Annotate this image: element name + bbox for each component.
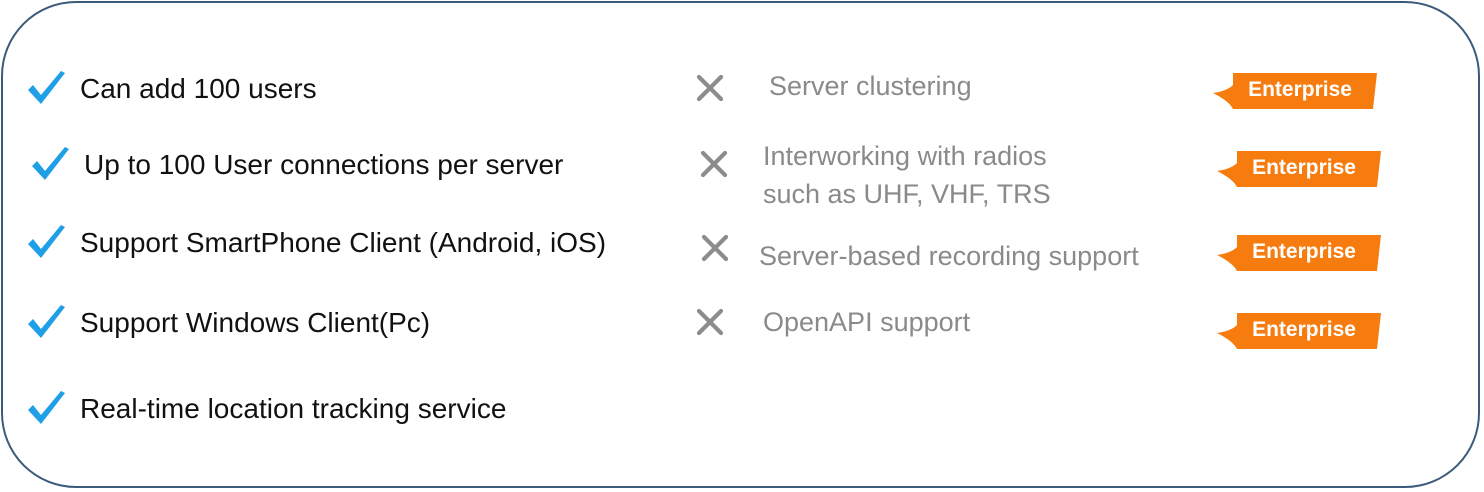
excluded-feature-line: Server-based recording support: [759, 241, 1139, 271]
check-icon: [28, 305, 65, 338]
check-icon: [28, 391, 65, 424]
excluded-feature-label: Server-based recording support: [759, 237, 1139, 275]
excluded-feature-line: Interworking with radios: [763, 141, 1047, 171]
excluded-feature-label: OpenAPI support: [763, 303, 970, 341]
excluded-feature-line: OpenAPI support: [763, 307, 971, 337]
check-icon: [28, 71, 65, 104]
excluded-feature-line: Server clustering: [769, 71, 972, 101]
excluded-feature-label: Interworking with radios such as UHF, VH…: [763, 137, 1051, 213]
enterprise-badge-label: Enterprise: [1248, 78, 1352, 101]
enterprise-badge-label: Enterprise: [1252, 240, 1356, 263]
included-feature-label: Real-time location tracking service: [80, 393, 507, 424]
check-icon: [28, 225, 65, 258]
enterprise-badge-label: Enterprise: [1252, 156, 1356, 179]
included-feature-label: Can add 100 users: [80, 73, 317, 104]
enterprise-badge-label: Enterprise: [1252, 318, 1356, 341]
enterprise-badge: Enterprise: [1211, 311, 1383, 353]
included-feature-label: Support SmartPhone Client (Android, iOS): [80, 227, 607, 258]
cross-icon: [700, 150, 728, 178]
check-icon: [32, 147, 69, 180]
enterprise-badge: Enterprise: [1207, 71, 1379, 113]
excluded-feature-label: Server clustering: [769, 67, 972, 105]
included-feature-label: Up to 100 User connections per server: [84, 149, 564, 180]
excluded-feature-line: such as UHF, VHF, TRS: [763, 179, 1051, 209]
included-feature-label: Support Windows Client(Pc): [80, 307, 431, 338]
cross-icon: [701, 234, 729, 262]
cross-icon: [696, 308, 724, 336]
cross-icon: [696, 74, 724, 102]
enterprise-badge: Enterprise: [1211, 149, 1383, 191]
enterprise-badge: Enterprise: [1211, 233, 1383, 275]
